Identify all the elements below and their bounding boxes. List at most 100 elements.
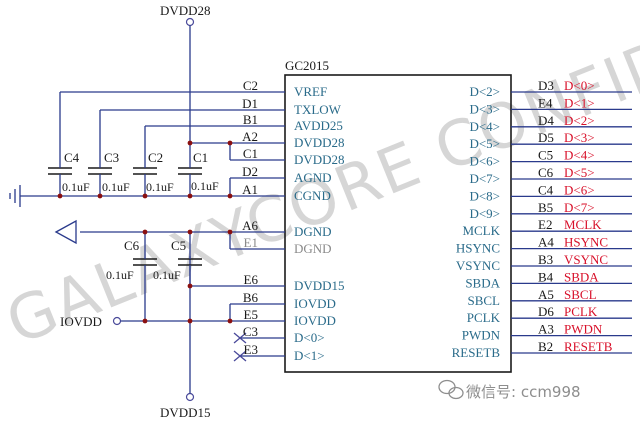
chip-label: GC2015 bbox=[285, 58, 329, 73]
signal-label: PCLK bbox=[564, 304, 598, 319]
left-pin-number: A6 bbox=[242, 218, 258, 233]
capacitor-value: 0.1uF bbox=[62, 180, 90, 194]
dvdd28-terminal bbox=[185, 17, 195, 27]
left-pin-name: CGND bbox=[294, 188, 331, 203]
signal-label: MCLK bbox=[564, 217, 602, 232]
left-pin-number: C3 bbox=[243, 324, 258, 339]
left-pin-name: DGND bbox=[294, 241, 332, 256]
net-label-dvdd28: DVDD28 bbox=[160, 3, 211, 18]
capacitor-labels: C4 0.1uF C3 0.1uF C2 0.1uF C1 0.1uF C6 0.1uF C5 0.1… bbox=[62, 150, 219, 282]
wechat-id-label: 微信号: ccm998 bbox=[466, 383, 581, 401]
right-pin-number: D4 bbox=[538, 113, 554, 128]
signal-label: RESETB bbox=[564, 339, 613, 354]
capacitor-ref: C6 bbox=[124, 238, 140, 253]
right-pin-name: D<3> bbox=[469, 101, 500, 116]
dvdd15-terminal bbox=[185, 392, 195, 402]
left-pin-number: A2 bbox=[242, 129, 258, 144]
right-pin-number: D3 bbox=[538, 78, 554, 93]
right-pin-number: B5 bbox=[538, 200, 553, 215]
right-pin-number: C5 bbox=[538, 148, 553, 163]
right-pin-wires bbox=[511, 91, 632, 354]
right-pin-number: A5 bbox=[538, 287, 554, 302]
left-pin-name: DVDD28 bbox=[294, 152, 345, 167]
signal-label: D<1> bbox=[564, 95, 595, 110]
capacitor-value: 0.1uF bbox=[146, 180, 174, 194]
capacitor-value: 0.1uF bbox=[191, 179, 219, 193]
capacitor-value: 0.1uF bbox=[106, 268, 134, 282]
right-pin-number: C6 bbox=[538, 165, 554, 180]
net-label-iovdd: IOVDD bbox=[60, 314, 102, 329]
left-pin-number: E5 bbox=[244, 307, 258, 322]
signal-label: D<4> bbox=[564, 148, 595, 163]
right-pin-name: D<5> bbox=[469, 136, 500, 151]
left-pin-name: IOVDD bbox=[294, 296, 336, 311]
left-pin-number: C2 bbox=[243, 78, 258, 93]
left-pin-name: IOVDD bbox=[294, 313, 336, 328]
left-pin-name: TXLOW bbox=[294, 102, 342, 117]
left-pin-number: D1 bbox=[242, 96, 258, 111]
left-pin-name: D<1> bbox=[294, 348, 325, 363]
right-pin-name: SBDA bbox=[465, 275, 500, 290]
left-pin-name: DVDD28 bbox=[294, 135, 345, 150]
right-pin-name: D<7> bbox=[469, 171, 500, 186]
capacitor-ref: C1 bbox=[193, 150, 208, 165]
capacitor-value: 0.1uF bbox=[102, 180, 130, 194]
signal-label: SBDA bbox=[564, 269, 599, 284]
left-pin-number: E3 bbox=[244, 342, 258, 357]
right-pin-number: B3 bbox=[538, 252, 553, 267]
signal-label: D<7> bbox=[564, 200, 595, 215]
left-pin-number: A1 bbox=[242, 182, 258, 197]
right-pin-name: VSYNC bbox=[456, 258, 500, 273]
left-pin-name: VREF bbox=[294, 84, 327, 99]
capacitor-ref: C4 bbox=[64, 150, 80, 165]
no-connect-marks bbox=[233, 332, 247, 362]
right-pin-name: SBCL bbox=[467, 293, 500, 308]
left-pin-wires bbox=[20, 91, 285, 357]
right-pin-number: E2 bbox=[538, 217, 552, 232]
right-pin-number: A3 bbox=[538, 322, 554, 337]
net-label-dvdd15: DVDD15 bbox=[160, 405, 211, 420]
left-pin-name: AVDD25 bbox=[294, 118, 343, 133]
left-pin-name: DGND bbox=[294, 224, 332, 239]
signal-label: D<5> bbox=[564, 165, 595, 180]
right-pin-number: D6 bbox=[538, 304, 554, 319]
right-pin-number: E4 bbox=[538, 95, 553, 110]
right-pin-number: B2 bbox=[538, 339, 553, 354]
right-pin-number: A4 bbox=[538, 235, 554, 250]
capacitor-ref: C3 bbox=[104, 150, 119, 165]
right-pin-number: B4 bbox=[538, 269, 554, 284]
signal-label: HSYNC bbox=[564, 235, 608, 250]
right-pin-number: C4 bbox=[538, 182, 554, 197]
signal-label: D<2> bbox=[564, 113, 595, 128]
signal-label: D<3> bbox=[564, 130, 595, 145]
iovdd-terminal bbox=[112, 316, 122, 326]
signal-label: PWDN bbox=[564, 322, 603, 337]
right-pin-name: MCLK bbox=[462, 223, 500, 238]
capacitor-value: 0.1uF bbox=[153, 268, 181, 282]
left-pin-number: D2 bbox=[242, 164, 258, 179]
right-pin-name: D<6> bbox=[469, 154, 500, 169]
capacitor-ref: C5 bbox=[171, 238, 186, 253]
ground-symbol bbox=[9, 185, 21, 207]
right-pin-number: D5 bbox=[538, 130, 554, 145]
capacitor-ref: C2 bbox=[148, 150, 163, 165]
right-pin-name: PCLK bbox=[467, 310, 501, 325]
signal-label: D<0> bbox=[564, 78, 595, 93]
left-pin-number: B1 bbox=[243, 112, 258, 127]
left-pin-name: AGND bbox=[294, 170, 332, 185]
wechat-icon bbox=[438, 379, 464, 400]
chip-body bbox=[284, 74, 512, 373]
signal-label: D<6> bbox=[564, 182, 595, 197]
dgnd-triangle-symbol bbox=[54, 219, 77, 245]
signal-label: SBCL bbox=[564, 287, 597, 302]
left-pin-name: DVDD15 bbox=[294, 278, 345, 293]
left-pin-number: B6 bbox=[243, 290, 259, 305]
wechat-badge: 微信号: ccm998 bbox=[438, 379, 581, 401]
right-pin-name: D<4> bbox=[469, 119, 500, 134]
right-pin-name: D<9> bbox=[469, 206, 500, 221]
left-pin-number: E6 bbox=[244, 272, 259, 287]
left-pin-name: D<0> bbox=[294, 330, 325, 345]
